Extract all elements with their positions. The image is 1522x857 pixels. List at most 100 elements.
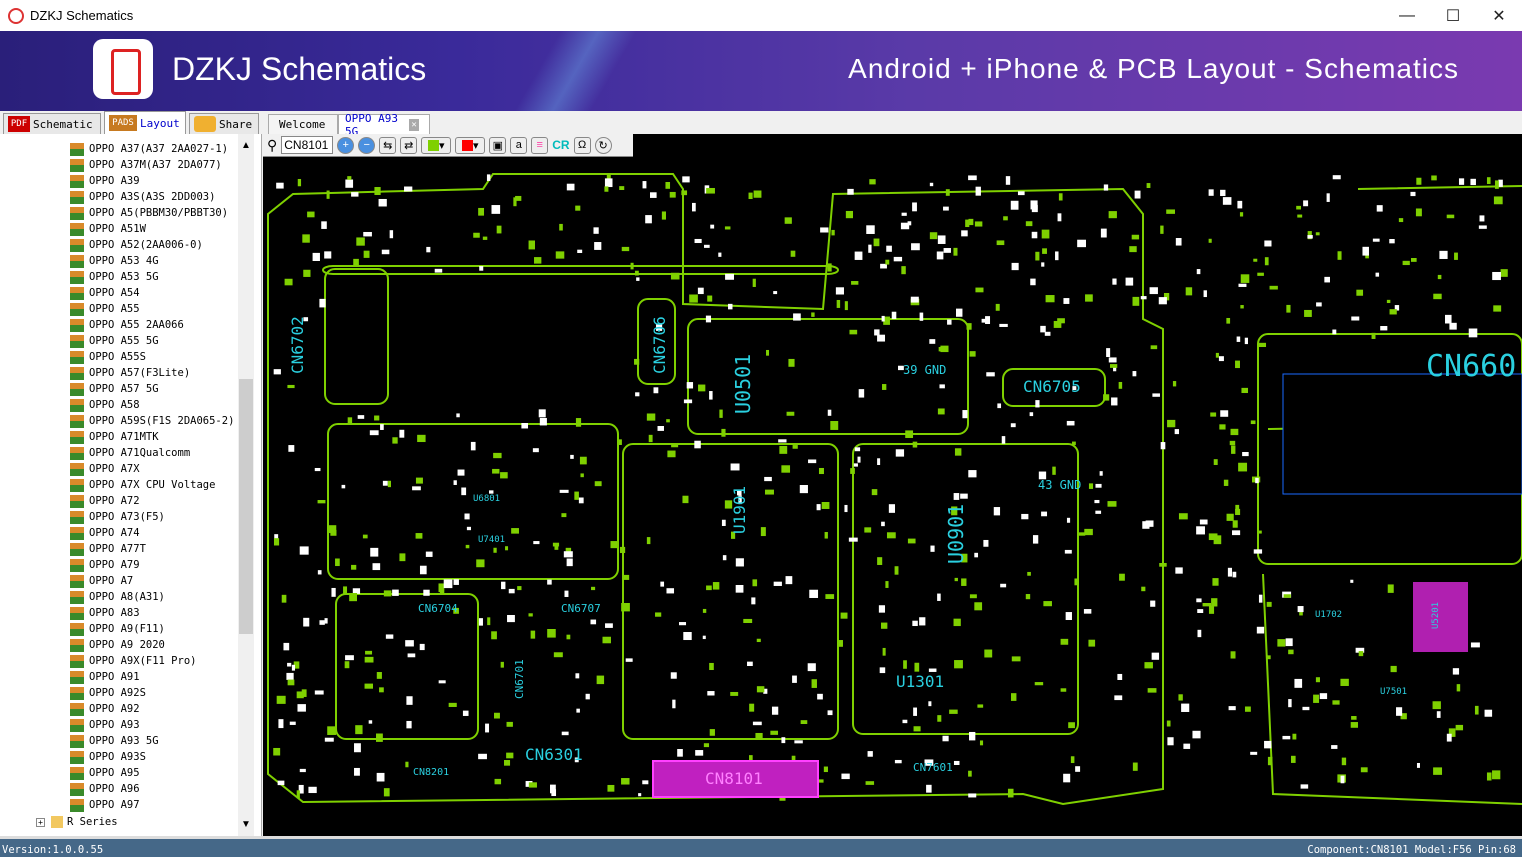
pad [532,448,539,453]
tree-item[interactable]: OPPO A95 [70,765,140,781]
bg-color-picker[interactable]: ▾ [455,136,486,154]
tree-item[interactable]: OPPO A54 [70,285,140,301]
minimize-button[interactable]: — [1399,6,1415,24]
pad [1250,420,1256,425]
tree-item[interactable]: OPPO A93 [70,717,140,733]
pad [1203,290,1207,298]
close-button[interactable]: ✕ [1492,7,1506,25]
pad [751,597,756,605]
tree-item[interactable]: OPPO A77T [70,541,146,557]
tree-item[interactable]: OPPO A55S [70,349,146,365]
scroll-up-icon[interactable]: ▲ [241,140,251,151]
text-icon[interactable]: a [510,136,528,154]
pads-file-icon [70,686,84,700]
tab-share[interactable]: Share [189,113,259,134]
omega-icon[interactable]: Ω [573,136,591,154]
tree-item[interactable]: OPPO A71Qualcomm [70,445,190,461]
tree-item[interactable]: OPPO A92 [70,701,140,717]
zoom-out-button[interactable]: − [358,136,376,154]
fg-color-picker[interactable]: ▾ [421,136,452,154]
tree-item[interactable]: OPPO A72 [70,493,140,509]
tree-item[interactable]: OPPO A37M(A37 2DA077) [70,157,222,173]
tree-item[interactable]: OPPO A73(F5) [70,509,165,525]
scroll-down-icon[interactable]: ▼ [241,819,251,830]
tree-item[interactable]: OPPO A74 [70,525,140,541]
tree-item[interactable]: OPPO A7 [70,573,133,589]
tab-oppo-a93-5g[interactable]: OPPO A93 5G ✕ [338,112,430,138]
pad [513,197,517,207]
tree-item[interactable]: OPPO A9X(F11 Pro) [70,653,196,669]
pad [1220,410,1229,417]
tree-item[interactable]: OPPO A59S(F1S 2DA065-2) [70,413,234,429]
tree-item[interactable]: OPPO A93S [70,749,146,765]
pad [1057,318,1065,324]
reset-icon[interactable]: ↻ [594,136,612,154]
tree-item[interactable]: OPPO A71MTK [70,429,159,445]
tree-item[interactable]: OPPO A79 [70,557,140,573]
tree-item[interactable]: OPPO A92S [70,685,146,701]
tree-item[interactable]: OPPO A97 [70,797,140,813]
pad [1099,471,1103,476]
layers-icon[interactable]: ▣ [489,136,507,154]
maximize-button[interactable]: ☐ [1445,7,1461,25]
tree-item[interactable]: OPPO A39 [70,173,140,189]
tree-item[interactable]: OPPO A83 [70,605,140,621]
tree-item[interactable]: OPPO A5(PBBM30/PBBT30) [70,205,228,221]
pads-file-icon [70,654,84,668]
menu-icon[interactable]: ≡ [531,136,549,154]
tree-item[interactable]: OPPO A91 [70,669,140,685]
tree-item[interactable]: OPPO A51W [70,221,146,237]
tree-item[interactable]: OPPO A58 [70,397,140,413]
pad [1152,393,1160,397]
tree-item[interactable]: OPPO A9(F11) [70,621,165,637]
tree-item[interactable]: OPPO A55 [70,301,140,317]
pad [299,768,306,773]
pad [827,409,832,416]
tab-welcome[interactable]: Welcome [268,114,338,134]
tree-item[interactable]: OPPO A55 2AA066 [70,317,184,333]
tree-item[interactable]: OPPO A53 4G [70,253,159,269]
tree-item[interactable]: OPPO A8(A31) [70,589,165,605]
tab-schematic[interactable]: PDF Schematic [3,113,101,134]
cr-button[interactable]: CR [552,138,570,152]
tree-item[interactable]: OPPO A7X [70,461,140,477]
pad [478,618,483,626]
tree-item[interactable]: OPPO A53 5G [70,269,159,285]
tab-layout[interactable]: PADS Layout [104,111,186,134]
pad [962,410,968,419]
pad [273,538,280,546]
pads-file-icon [70,206,84,220]
tree-item[interactable]: OPPO A57(F3Lite) [70,365,190,381]
scroll-thumb[interactable] [239,379,253,634]
tree-folder-r-series[interactable]: + R Series [36,814,118,830]
component-search-input[interactable] [281,136,334,154]
tree-item[interactable]: OPPO A52(2AA006-0) [70,237,203,253]
pad [881,315,885,322]
mirror-icon[interactable]: ⇄ [400,136,418,154]
close-tab-icon[interactable]: ✕ [409,118,419,131]
tree-item[interactable]: OPPO A96 [70,781,140,797]
pad [618,439,622,445]
tree-item[interactable]: OPPO A55 5G [70,333,159,349]
pad [1331,745,1338,749]
flip-icon[interactable]: ⇆ [379,136,397,154]
tree-item[interactable]: OPPO A3S(A3S 2DD003) [70,189,215,205]
pad [1286,304,1291,313]
pad [881,622,888,629]
pad [496,225,502,234]
tree-item[interactable]: OPPO A7X CPU Voltage [70,477,215,493]
component-label: U1301 [896,672,944,691]
zoom-in-button[interactable]: + [337,136,355,154]
pad [1088,483,1094,489]
pad [891,311,897,319]
tree-item[interactable]: OPPO A93 5G [70,733,159,749]
tree-item[interactable]: OPPO A57 5G [70,381,159,397]
search-icon[interactable]: ⚲ [267,136,278,153]
expand-icon[interactable]: + [36,817,45,827]
pad [362,534,368,539]
tree-item[interactable]: OPPO A37(A37 2AA027-1) [70,141,228,157]
sidebar-scrollbar[interactable]: ▲ ▼ [238,134,254,836]
tree-item[interactable]: OPPO A9 2020 [70,637,165,653]
